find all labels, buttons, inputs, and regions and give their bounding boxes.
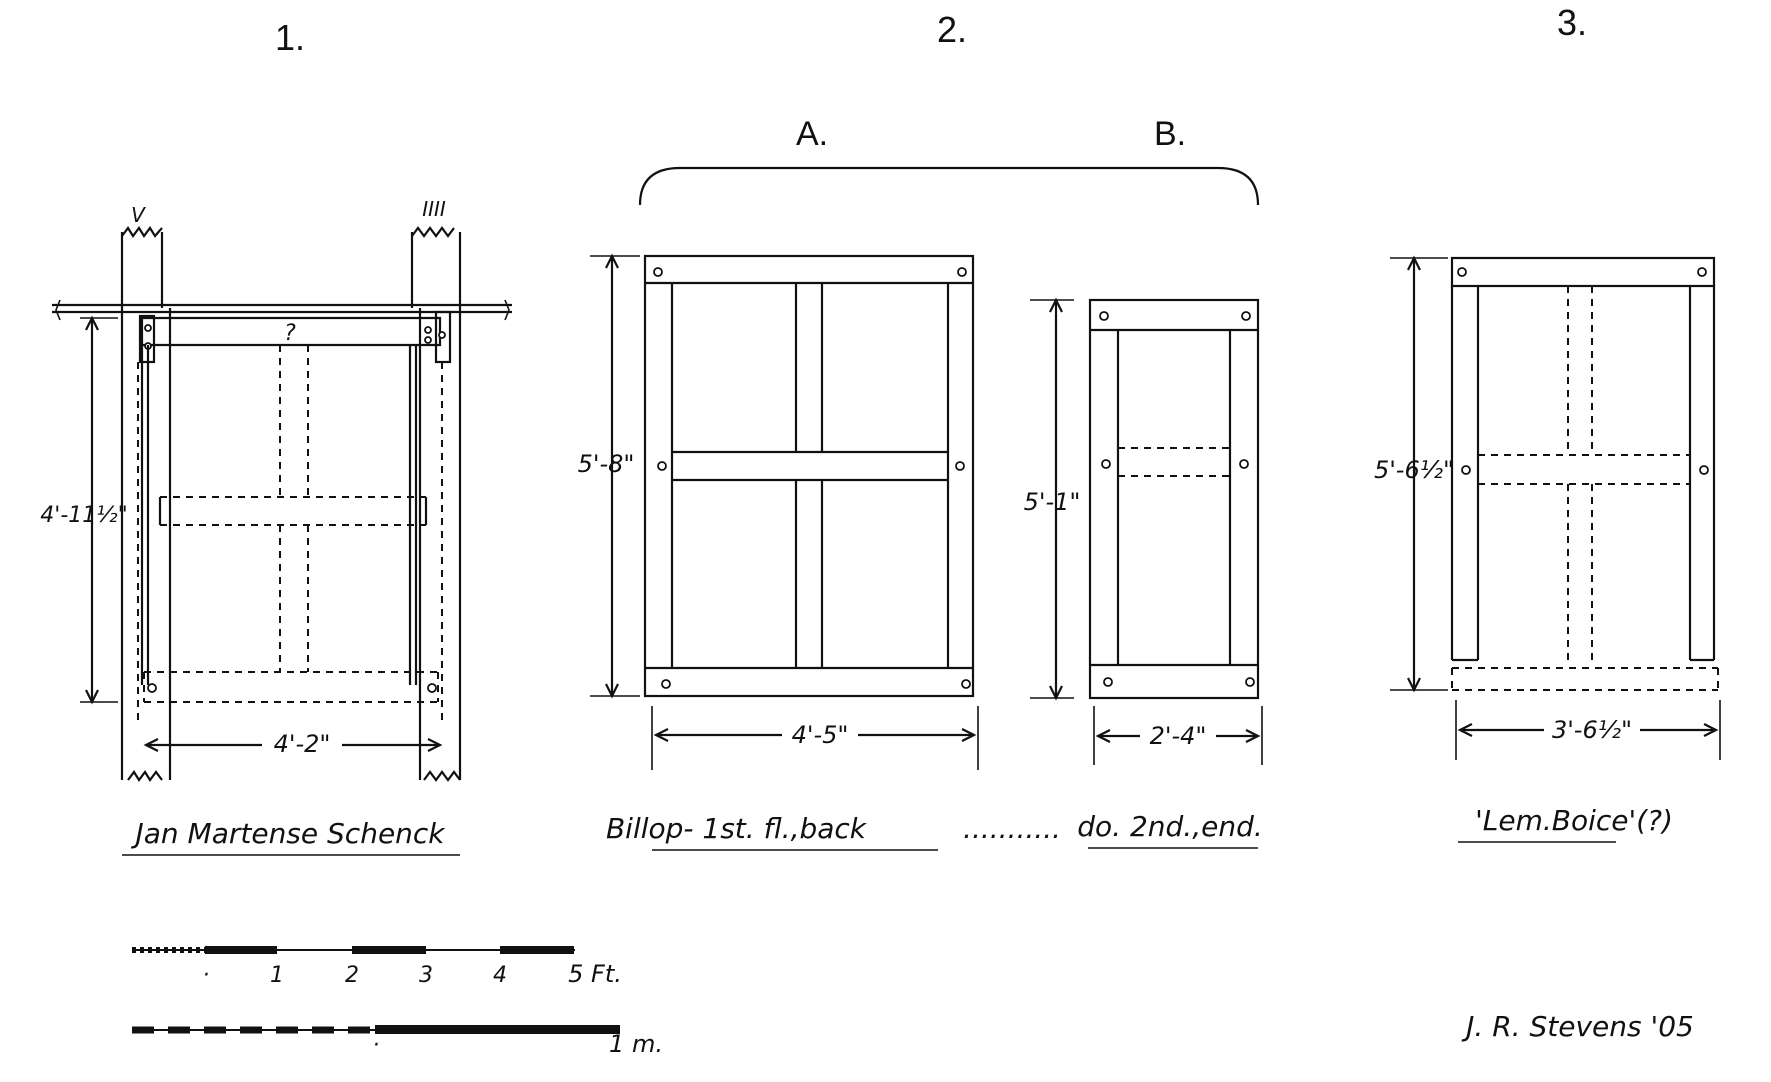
scale-tick-2: 2 — [345, 963, 359, 988]
break-mark-bottom-left — [127, 770, 163, 782]
figure-2-brace: A. B. — [638, 115, 1260, 206]
break-mark-top-right — [411, 226, 455, 238]
figure-1-schenck: ? V IIII 4'-11½" 4'-2" Jan Martense Sche… — [40, 197, 512, 856]
caption-schenck: Jan Martense Schenck — [130, 817, 446, 850]
metric-tick-0: · — [373, 1033, 380, 1058]
question-mark: ? — [284, 321, 296, 346]
mullion-upper — [279, 345, 309, 495]
metric-tick-1m: 1 m. — [609, 1030, 663, 1058]
scale-tick-3: 3 — [419, 963, 433, 988]
figure-number-3: 3. — [1557, 2, 1587, 43]
scale-tick-4: 4 — [493, 963, 507, 988]
frame-b-height-label: 5'-1" — [1024, 488, 1081, 516]
scale-tick-1: 1 — [270, 963, 284, 988]
frame-3-width-label: 3'-6½" — [1552, 716, 1632, 744]
width-label: 4'-2" — [274, 730, 331, 758]
frame-a-width-label: 4'-5" — [792, 721, 849, 749]
frame-3-transom-hidden — [1478, 454, 1690, 485]
break-mark-top-left — [121, 226, 163, 238]
frame-b-outer — [1088, 298, 1260, 700]
frame-b-transom-hidden — [1118, 447, 1230, 477]
scale-tick-0: · — [203, 963, 210, 988]
sill — [143, 671, 439, 703]
caption-boice: 'Lem.Boice'(?) — [1475, 804, 1673, 837]
top-rail — [140, 316, 442, 347]
frame-3-sill-hidden — [1451, 667, 1719, 691]
sub-label-b: B. — [1154, 115, 1186, 153]
frame-a-height-label: 5'-8" — [578, 450, 635, 478]
post-mark-iiii: IIII — [422, 197, 446, 221]
frame-a-outer — [643, 254, 975, 698]
frame-a-mullion — [794, 283, 824, 668]
frame-b-width-label: 2'-4" — [1150, 722, 1207, 750]
figure-number-1: 1. — [275, 17, 305, 58]
scale-bar-metric: · 1 m. — [132, 1025, 663, 1058]
figure-3-boice: 5'-6½" 3'-6½" 'Lem.Boice'(?) — [1374, 255, 1721, 843]
scale-tick-5ft: 5 Ft. — [568, 960, 622, 988]
caption-billop-1st: Billop- 1st. fl.,back — [606, 812, 868, 845]
frame-3-head — [1450, 256, 1716, 288]
scale-bar-feet: · 1 2 3 4 5 Ft. — [132, 946, 622, 988]
caption-billop-2nd: do. 2nd.,end. — [1077, 810, 1263, 843]
frame-3-height-label: 5'-6½" — [1374, 456, 1454, 484]
frame-a-transom — [672, 450, 948, 482]
frame-3-mullion-hidden — [1567, 286, 1593, 660]
figure-number-2: 2. — [937, 9, 967, 50]
post-mark-v: V — [131, 203, 146, 227]
figure-2b-billop: 5'-1" 2'-4" — [1024, 297, 1263, 765]
mullion-lower — [279, 525, 309, 672]
height-label: 4'-11½" — [40, 503, 127, 528]
figure-2a-billop: 5'-8" 4'-5" — [578, 253, 979, 770]
break-mark-bottom-right — [423, 770, 461, 782]
sub-label-a: A. — [796, 115, 828, 153]
transom — [160, 496, 426, 526]
caption-leader: ........... — [963, 812, 1061, 845]
signature: J. R. Stevens '05 — [1461, 1010, 1694, 1043]
